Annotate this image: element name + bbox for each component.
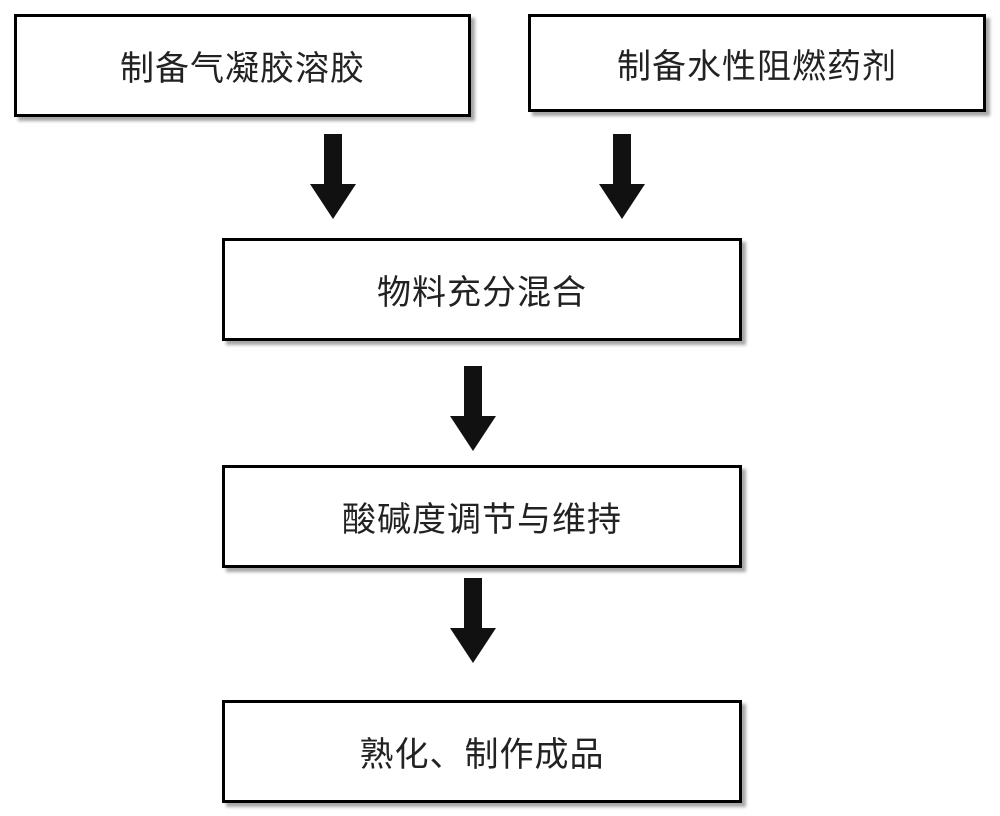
step-mix-materials: 物料充分混合	[222, 238, 742, 341]
step-prepare-flame-retardant: 制备水性阻燃药剂	[528, 14, 986, 112]
step-label: 酸碱度调节与维持	[342, 500, 622, 540]
step-label: 物料充分混合	[377, 273, 587, 313]
down-arrow-icon	[450, 578, 496, 663]
step-prepare-aerogel-sol: 制备气凝胶溶胶	[14, 14, 471, 117]
down-arrow-icon	[450, 366, 496, 451]
down-arrow-icon	[599, 134, 645, 219]
step-label: 制备水性阻燃药剂	[617, 46, 897, 87]
down-arrow-icon	[310, 134, 356, 219]
step-ph-adjust: 酸碱度调节与维持	[222, 465, 742, 568]
step-label: 熟化、制作成品	[359, 735, 605, 775]
step-label: 制备气凝胶溶胶	[120, 49, 365, 89]
step-cure-finish: 熟化、制作成品	[222, 700, 742, 803]
